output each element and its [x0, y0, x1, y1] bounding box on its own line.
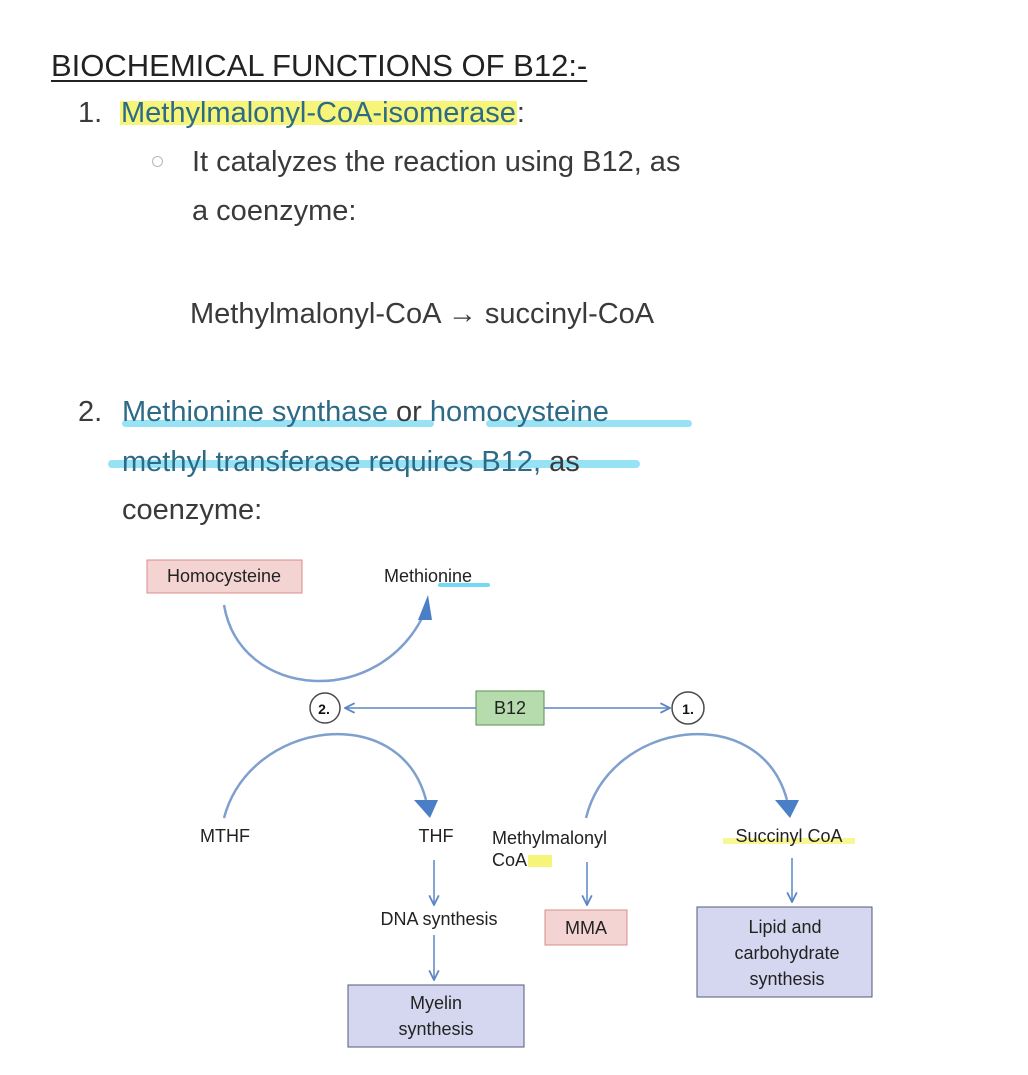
cyan-highlight-stroke	[108, 460, 640, 468]
item-1-colon: :	[516, 97, 525, 129]
item-1-bullet-line-1: It catalyzes the reaction using B12, as	[192, 146, 681, 178]
mma-label: MMA	[565, 918, 607, 938]
item-2-line-1: Methionine synthase or homocysteine	[122, 396, 609, 429]
item-2-enzyme-1: Methionine synthase	[122, 396, 388, 428]
cyan-highlight-stroke	[486, 420, 692, 427]
item-1-heading: Methylmalonyl-CoA-isomerase:	[120, 97, 525, 130]
yellow-highlight-mark	[528, 855, 552, 867]
item-2-as: as	[541, 446, 580, 478]
methionine-arrowhead-icon	[418, 595, 432, 620]
cyan-highlight-stroke	[122, 420, 434, 427]
methylmalonyl-label-line-1: Methylmalonyl	[492, 828, 607, 848]
lipid-carbohydrate-box	[696, 906, 873, 998]
thf-arrowhead-icon	[414, 800, 438, 818]
item-2-or: or	[388, 396, 430, 428]
page-title: BIOCHEMICAL FUNCTIONS OF B12:-	[51, 48, 588, 83]
item-1-bullet-line-2: a coenzyme:	[192, 195, 357, 227]
succinyl-coa-label: Succinyl CoA	[735, 826, 842, 846]
succinyl-arrowhead-icon	[775, 800, 799, 818]
b12-box	[475, 690, 545, 726]
thf-label: THF	[419, 826, 454, 846]
lipid-label-line-3: synthesis	[749, 969, 824, 989]
b12-label: B12	[494, 698, 526, 718]
item-2-number: 2.	[78, 396, 103, 428]
mthf-label: MTHF	[200, 826, 250, 846]
item-2-line-2: methyl transferase requires B12, as	[122, 446, 580, 479]
lipid-label-line-1: Lipid and	[748, 917, 821, 937]
item-2-line-3: coenzyme:	[122, 494, 263, 526]
homocysteine-methionine-curve	[222, 604, 427, 683]
dna-synthesis-label: DNA synthesis	[380, 909, 497, 929]
methionine-label: Methionine	[384, 566, 472, 586]
step-2-label: 2.	[318, 701, 330, 717]
bullet-icon	[152, 156, 163, 167]
methylmalonyl-label-line-2: CoA	[492, 850, 527, 870]
item-2-enzyme-2: homocysteine	[429, 396, 609, 428]
cyan-highlight-mark	[438, 583, 490, 587]
lipid-label-line-2: carbohydrate	[734, 943, 839, 963]
step-1-marker	[671, 691, 705, 725]
myelin-synthesis-box	[347, 984, 525, 1048]
homocysteine-box	[146, 559, 303, 594]
myelin-label-line-2: synthesis	[398, 1019, 473, 1039]
item-1-number: 1.	[78, 97, 103, 129]
mthf-thf-curve	[222, 732, 428, 819]
mma-box	[544, 909, 628, 946]
step-2-marker	[309, 692, 341, 724]
methylmalonyl-succinyl-curve	[584, 732, 789, 819]
yellow-highlight-mark	[723, 838, 855, 844]
homocysteine-label: Homocysteine	[167, 566, 281, 586]
item-1-title: Methylmalonyl-CoA-isomerase	[120, 97, 517, 129]
item-1-reaction: Methylmalonyl-CoA → succinyl-CoA	[190, 298, 655, 330]
step-1-label: 1.	[682, 701, 694, 717]
item-2-enzyme-2-cont: methyl transferase requires B12,	[122, 446, 542, 478]
myelin-label-line-1: Myelin	[410, 993, 462, 1013]
